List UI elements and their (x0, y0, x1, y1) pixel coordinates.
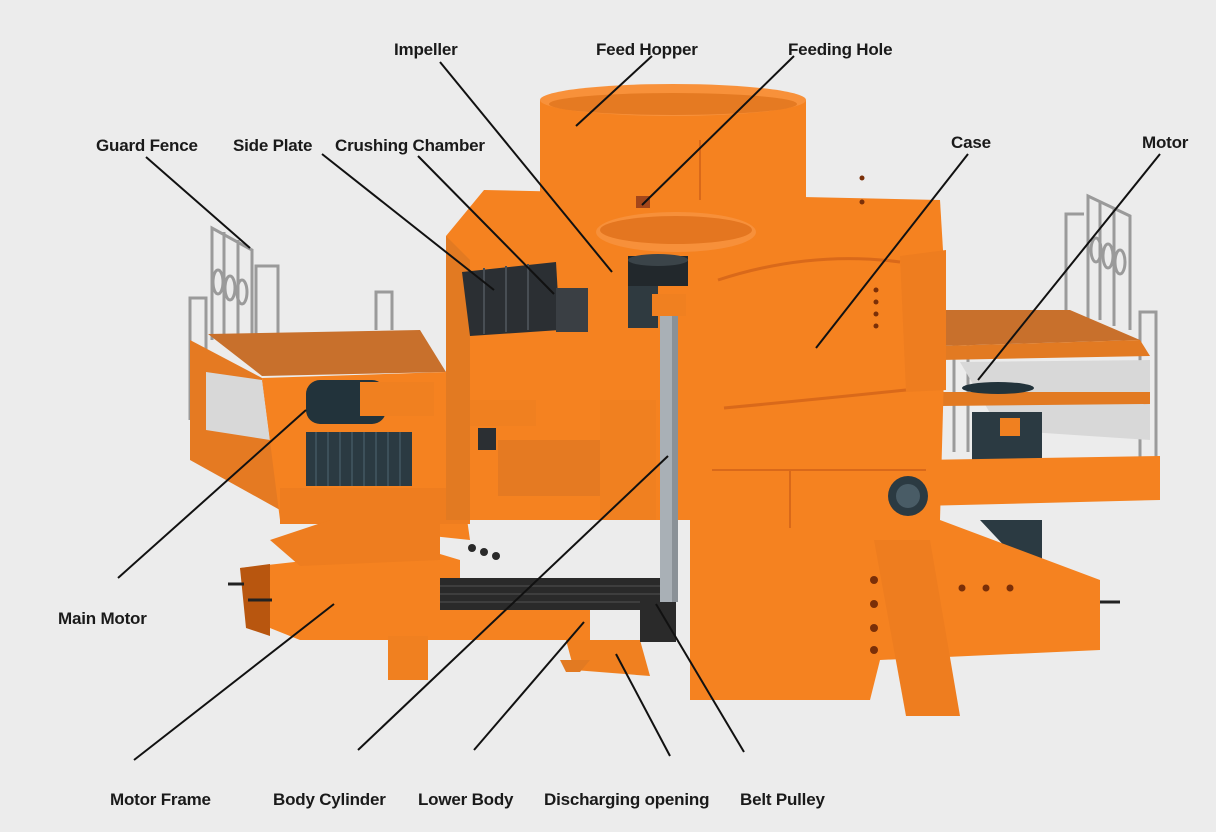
leader-case (815, 153, 969, 349)
leader-motor (977, 153, 1161, 381)
label-feeding-hole: Feeding Hole (788, 40, 893, 59)
leader-lines (117, 55, 1161, 761)
lower-body (228, 520, 1120, 716)
leader-crushing-chamber (417, 155, 555, 295)
leader-body-cylinder (357, 455, 669, 751)
label-guard-fence: Guard Fence (96, 136, 198, 155)
label-main-motor: Main Motor (58, 609, 147, 628)
label-discharging-opening: Discharging opening (544, 790, 710, 809)
label-body-cylinder: Body Cylinder (273, 790, 386, 809)
label-case: Case (951, 133, 991, 152)
leader-motor-frame (133, 603, 335, 761)
label-side-plate: Side Plate (233, 136, 313, 155)
leader-feed-hopper (575, 55, 653, 127)
leader-discharging-opening (615, 653, 671, 757)
label-motor: Motor (1142, 133, 1189, 152)
leader-impeller (439, 61, 613, 273)
label-impeller: Impeller (394, 40, 458, 59)
right-motor-assembly (920, 193, 1160, 566)
main-body (446, 84, 946, 602)
guard-fence-left (188, 225, 394, 420)
label-crushing-chamber: Crushing Chamber (335, 136, 485, 155)
leader-lower-body (473, 621, 585, 751)
leader-belt-pulley (655, 603, 745, 753)
leader-guard-fence (145, 156, 251, 249)
label-lower-body: Lower Body (418, 790, 514, 809)
leader-side-plate (321, 153, 495, 291)
label-feed-hopper: Feed Hopper (596, 40, 698, 59)
leader-feeding-hole (641, 55, 795, 206)
leader-main-motor (117, 409, 307, 579)
label-motor-frame: Motor Frame (110, 790, 211, 809)
label-belt-pulley: Belt Pulley (740, 790, 825, 809)
